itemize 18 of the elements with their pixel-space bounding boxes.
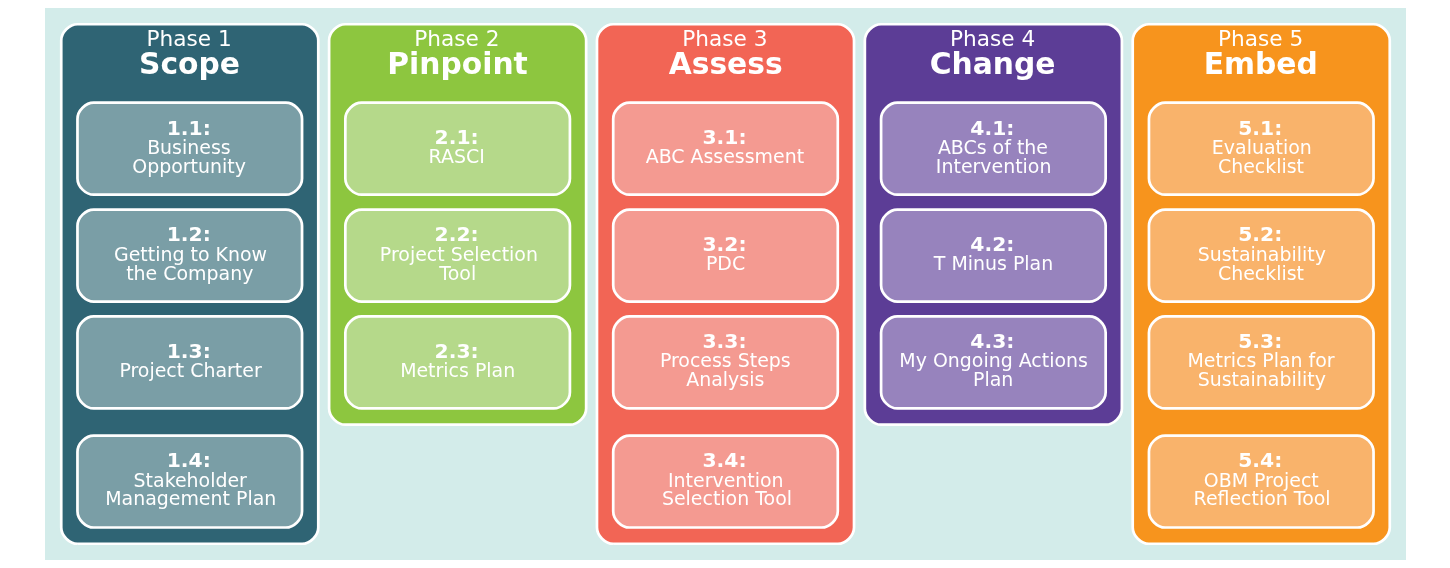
node-box: 3.1: ABC Assessment [611, 101, 839, 197]
node-box: 1.4: Stakeholder Management Plan [75, 434, 303, 529]
node-box: 5.2: Sustainability Checklist [1147, 208, 1375, 303]
node-box: 3.4: Intervention Selection Tool [611, 434, 839, 529]
node-box: 4.1: ABCs of the Intervention [879, 101, 1107, 197]
node-box: 3.3: Process Steps Analysis [611, 315, 839, 410]
node-box: 1.3: Project Charter [75, 315, 303, 410]
node-box: 5.3: Metrics Plan for Sustainability [1147, 315, 1375, 410]
node-box: 5.4: OBM Project Reflection Tool [1147, 434, 1375, 529]
node-box: 4.3: My Ongoing Actions Plan [879, 315, 1107, 410]
node-box: 2.1: RASCI [343, 101, 571, 197]
node-box: 2.3: Metrics Plan [343, 315, 571, 410]
node-box: 1.2: Getting to Know the Company [75, 208, 303, 303]
node-box: 3.2: PDC [611, 208, 839, 303]
node-box: 1.1: Business Opportunity [75, 101, 303, 197]
node-box: 2.2: Project Selection Tool [343, 208, 571, 303]
node-box: 4.2: T Minus Plan [879, 208, 1107, 303]
node-box: 5.1: Evaluation Checklist [1147, 101, 1375, 197]
